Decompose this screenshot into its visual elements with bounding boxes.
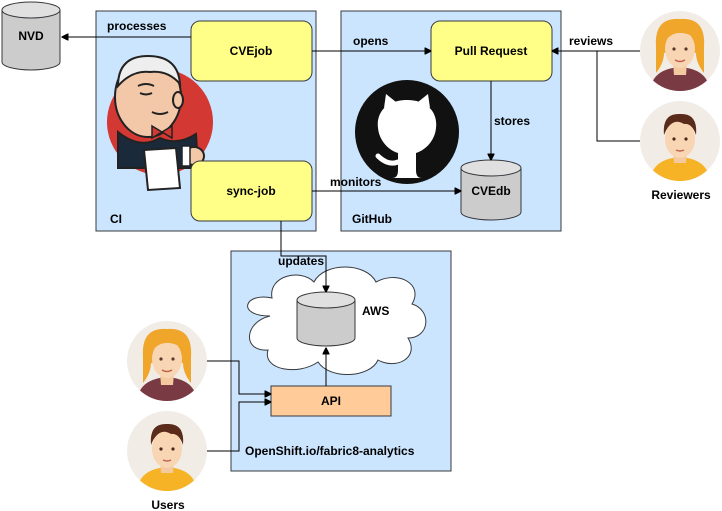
reviewers-label: Reviewers — [651, 188, 711, 202]
user-female-avatar — [127, 321, 207, 401]
user-male-avatar — [127, 411, 207, 491]
aws-label: AWS — [362, 304, 389, 318]
edge-stores: stores — [491, 81, 530, 160]
edge-updates: updates — [278, 221, 326, 292]
nvd-database: NVD — [1, 1, 61, 71]
aws-database — [296, 291, 356, 347]
cvedb-database: CVEdb — [460, 159, 522, 221]
github-octocat-icon — [355, 80, 459, 184]
users-group: Users — [127, 321, 207, 511]
pull-request-node: Pull Request — [430, 20, 553, 82]
reviewer-male-avatar — [640, 101, 720, 181]
edge-reviews: reviews — [552, 34, 640, 142]
cvejob-node: CVEjob — [190, 20, 313, 82]
ci-region-label: CI — [110, 212, 122, 226]
cvedb-label: CVEdb — [471, 184, 510, 198]
edge-updates-label: updates — [278, 254, 324, 268]
sync-job-node: sync-job — [190, 160, 313, 222]
edge-processes: processes — [62, 19, 191, 37]
aws-cloud: AWS — [247, 266, 427, 375]
reviewer-female-avatar — [640, 11, 720, 91]
edge-monitors: monitors — [312, 175, 461, 191]
edge-users-api — [207, 360, 271, 452]
edge-stores-label: stores — [494, 114, 530, 128]
api-label: API — [321, 394, 341, 408]
api-node: API — [270, 385, 392, 417]
edge-reviews-label: reviews — [569, 34, 613, 48]
edge-processes-label: processes — [107, 19, 167, 33]
sync-job-label: sync-job — [226, 184, 275, 198]
openshift-region-label: OpenShift.io/fabric8-analytics — [245, 444, 415, 458]
edge-monitors-label: monitors — [330, 175, 382, 189]
edge-opens: opens — [312, 34, 431, 51]
jenkins-logo-icon — [107, 54, 213, 192]
edge-opens-label: opens — [353, 34, 389, 48]
nvd-label: NVD — [18, 29, 44, 43]
cvejob-label: CVEjob — [230, 44, 273, 58]
reviewers-group: Reviewers — [640, 11, 720, 202]
users-label: Users — [151, 498, 185, 511]
github-region-label: GitHub — [352, 212, 392, 226]
pull-request-label: Pull Request — [455, 44, 528, 58]
